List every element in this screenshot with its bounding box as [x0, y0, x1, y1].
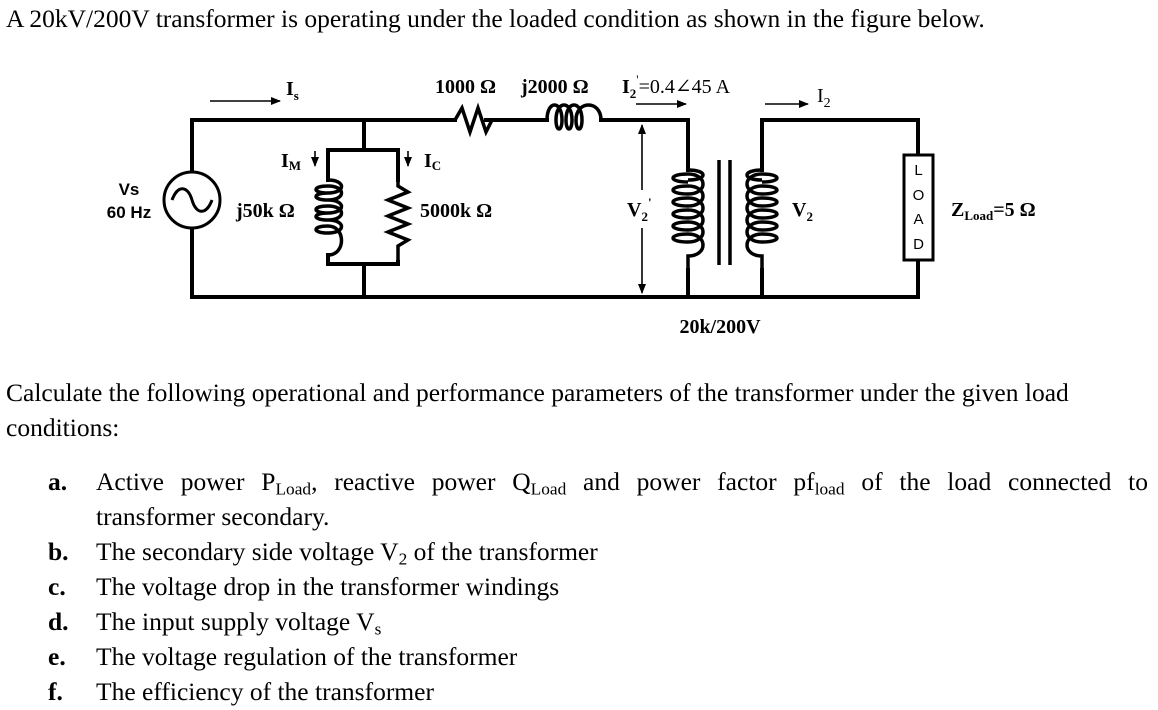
task-label: a.: [48, 467, 68, 496]
ac-source-icon: [162, 170, 222, 230]
load-letter: O: [913, 187, 925, 204]
load-box: L O A D: [902, 153, 935, 262]
transformer-circuit-diagram: L O A D Vs 60 Hz Is IM IC j50k Ω 5000k Ω…: [107, 72, 1036, 338]
referred-voltage-label: V2': [627, 195, 652, 224]
task-text: The voltage regulation of the transforme…: [96, 642, 518, 671]
magnetizing-current-label: IM: [281, 150, 301, 173]
task-list: a. Active power PLoad, reactive power QL…: [48, 464, 1148, 709]
wire-shunt-bottom: [326, 253, 400, 299]
wire-series: [484, 118, 690, 299]
task-item-e: e. The voltage regulation of the transfo…: [48, 639, 1148, 674]
task-text: The input supply voltage Vs: [96, 607, 382, 639]
secondary-voltage-label: V2: [792, 199, 813, 224]
load-letter: L: [914, 162, 922, 179]
task-label: f.: [48, 677, 63, 706]
core-current-label: IC: [424, 150, 441, 173]
load-impedance-label: ZLoad=5 Ω: [951, 199, 1036, 223]
transformer-rating-label: 20k/200V: [679, 316, 761, 338]
task-text: The secondary side voltage V2 of the tra…: [96, 537, 598, 569]
series-reactance-label: j2000 Ω: [520, 76, 589, 98]
transformer-core-icon: [717, 160, 732, 265]
series-resistor-icon: [453, 102, 495, 138]
task-label: b.: [48, 537, 69, 566]
core-resistance-label: 5000k Ω: [420, 200, 492, 222]
primary-coil-icon: [671, 168, 705, 270]
magnetizing-inductor-icon: [314, 178, 344, 257]
secondary-coil-icon: [745, 168, 779, 270]
task-label: d.: [48, 607, 69, 636]
source-name-label: Vs: [119, 180, 140, 199]
task-item-a: a. Active power PLoad, reactive power QL…: [48, 464, 1148, 534]
task-label: e.: [48, 642, 66, 671]
wire-secondary: [760, 118, 920, 299]
series-inductor-icon: [545, 103, 603, 131]
core-resistor-icon: [383, 180, 413, 262]
task-item-b: b. The secondary side voltage V2 of the …: [48, 534, 1148, 569]
task-text-continuation: transformer secondary.: [96, 502, 330, 531]
task-text: The efficiency of the transformer: [96, 677, 434, 706]
task-item-f: f. The efficiency of the transformer: [48, 674, 1148, 709]
task-text: Active power PLoad, reactive power QLoad…: [96, 467, 1148, 499]
task-text: The voltage drop in the transformer wind…: [96, 572, 560, 601]
load-letter: D: [913, 236, 924, 253]
wire-shunt-top: [326, 118, 400, 182]
task-item-d: d. The input supply voltage Vs: [48, 604, 1148, 639]
series-resistance-label: 1000 Ω: [435, 76, 496, 98]
load-letter: A: [913, 211, 923, 228]
problem-intro: A 20kV/200V transformer is operating und…: [6, 4, 985, 33]
source-current-label: Is: [286, 78, 299, 103]
instructions: Calculate the following operational and …: [6, 378, 1069, 442]
secondary-current-label: I2: [817, 85, 831, 111]
magnetizing-reactance-label: j50k Ω: [235, 200, 295, 222]
task-item-c: c. The voltage drop in the transformer w…: [48, 569, 1148, 604]
source-frequency-label: 60 Hz: [107, 203, 151, 222]
referred-current-label: I2'=0.4∠45 A: [622, 72, 731, 101]
task-label: c.: [48, 572, 66, 601]
